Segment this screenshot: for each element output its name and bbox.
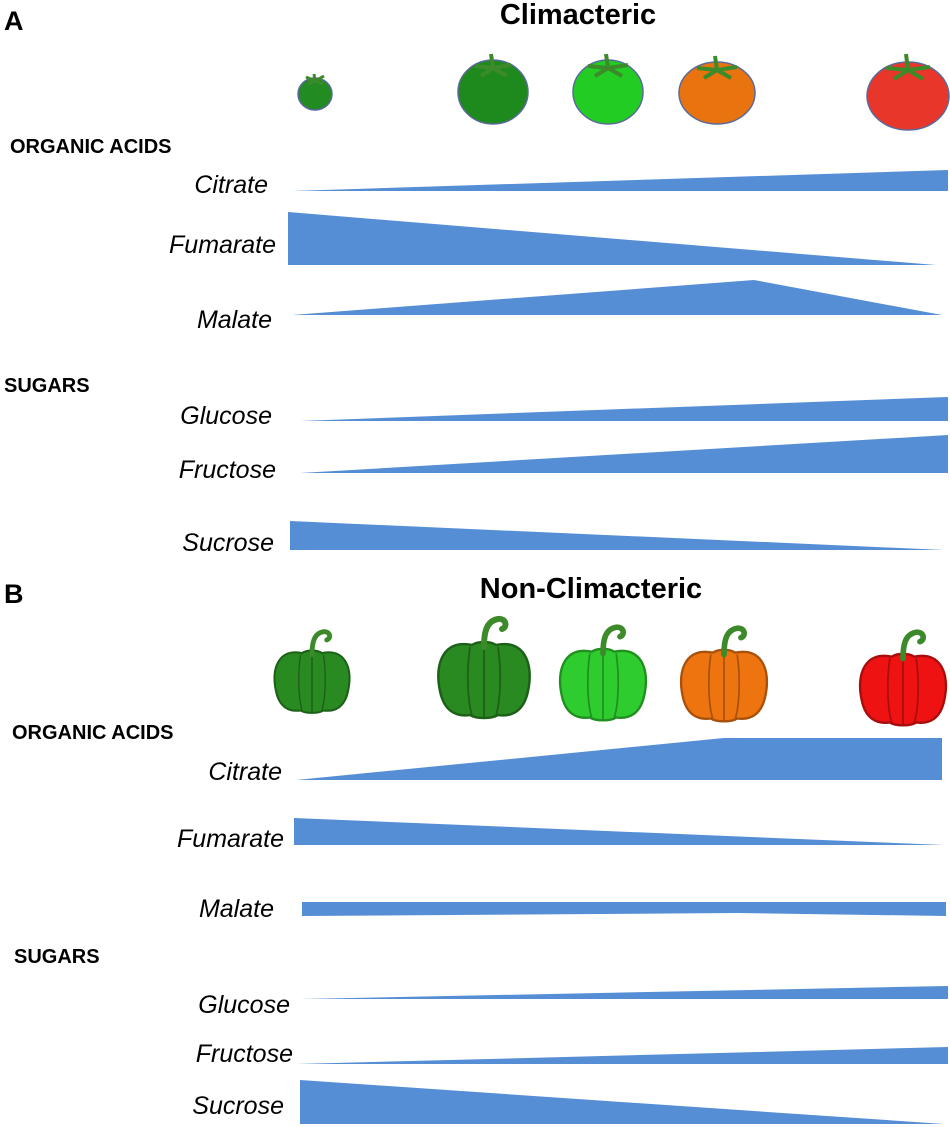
pepper-ridge [707,652,741,721]
metabolite-label: Fructose [179,456,276,484]
stem-icon [721,625,747,658]
trend-wedge-fumarate [294,818,944,845]
trend-wedge-fumarate [288,212,936,265]
pepper-stage-1 [273,629,351,714]
stem-icon [309,629,333,658]
trend-wedge-citrate [296,738,942,780]
trend-wedge-malate [292,280,942,315]
pepper-ridge [466,645,502,717]
trend-wedge-glucose [300,986,948,999]
tomato-stage-1 [297,73,333,111]
panel-letter-a: A [4,6,24,36]
trend-wedge-glucose [300,397,948,421]
section-organic-acids-a: ORGANIC ACIDS [10,136,171,158]
stem-icon [600,624,626,657]
pepper-stage-3 [558,624,648,722]
tomato-stage-5 [866,53,950,131]
trend-wedge-fructose [296,1047,948,1064]
metabolite-label: Fumarate [169,231,276,259]
metabolite-label: Sucrose [192,1092,284,1120]
stem-icon [587,53,629,78]
pepper-stage-4 [679,625,769,723]
tomato-stage-2 [457,53,529,125]
metabolite-label: Malate [199,895,274,923]
metabolite-label: Citrate [208,758,282,786]
section-sugars-b: SUGARS [14,946,100,968]
tomato-stage-4 [678,55,756,125]
stem-icon [481,615,509,650]
panel-b-title: Non-Climacteric [480,573,702,605]
tomato-stage-3 [572,53,644,125]
section-organic-acids-b: ORGANIC ACIDS [12,722,173,744]
panel-b: B Non-Climacteric ORGANIC ACID [4,573,948,1124]
metabolite-label: Fumarate [177,825,284,853]
pepper-stage-5 [858,629,948,727]
metabolite-label: Glucose [198,991,290,1019]
panel-a-title: Climacteric [500,0,656,31]
section-sugars-a: SUGARS [4,375,90,397]
stem-icon [474,53,512,78]
metabolite-label: Sucrose [182,529,274,557]
stem-icon [885,53,931,81]
pepper-ridge [886,656,920,725]
metabolite-label: Citrate [194,171,268,199]
metabolite-label: Glucose [180,402,272,430]
trend-wedge-malate [302,902,946,916]
pepper-ridge [586,651,620,720]
panel-a: A Climacteric ORGANIC ACIDS SUGARS Citra… [4,0,950,557]
pepper-stage-2 [437,615,531,720]
pepper-ridge [297,653,327,713]
metabolite-label: Fructose [196,1040,293,1068]
stem-icon [305,73,325,86]
trend-wedge-fructose [300,435,948,473]
trend-wedge-sucrose [300,1080,944,1124]
stem-icon [696,55,738,80]
metabolite-label: Malate [197,306,272,334]
trend-wedge-citrate [292,170,948,191]
tomato-icon [297,77,333,111]
stem-icon [900,629,926,662]
trend-wedge-sucrose [290,521,944,550]
panel-letter-b: B [4,579,24,609]
